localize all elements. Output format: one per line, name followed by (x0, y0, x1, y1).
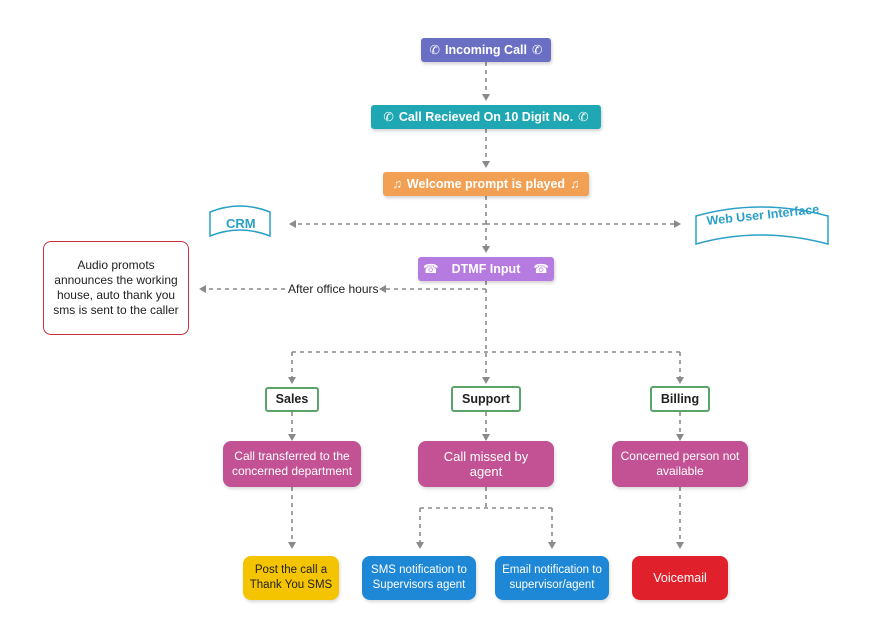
department-sales-label: Sales (275, 392, 309, 406)
incoming-call-node: ✆ Incoming Call ✆ (421, 38, 551, 62)
after-office-hours-label: After office hours (288, 282, 379, 296)
outcome-transferred-label: Call transferred to the concerned depart… (231, 449, 353, 478)
incoming-call-label: Incoming Call (445, 42, 527, 57)
crm-flag-shape (209, 205, 271, 238)
welcome-prompt-node: ♫ Welcome prompt is played ♫ (383, 172, 589, 196)
phone-icon: ✆ (383, 109, 394, 124)
action-voicemail: Voicemail (632, 556, 728, 600)
crm-label: CRM (226, 216, 256, 231)
outcome-missed: Call missed by agent (418, 441, 554, 487)
action-thank-you-sms: Post the call a Thank You SMS (243, 556, 339, 600)
phone-icon: ✆ (531, 42, 543, 57)
call-received-label: Call Recieved On 10 Digit No. (398, 109, 574, 124)
call-received-node: ✆ Call Recieved On 10 Digit No. ✆ (371, 105, 601, 129)
telephone-icon: ☎ (533, 261, 549, 276)
phone-icon: ✆ (429, 42, 441, 57)
outcome-unavailable-label: Concerned person not available (620, 449, 740, 478)
department-sales: Sales (265, 387, 319, 412)
action-sms-notification-label: SMS notification to Supervisors agent (371, 564, 467, 591)
outcome-missed-label: Call missed by agent (443, 449, 529, 479)
action-sms-notification: SMS notification to Supervisors agent (362, 556, 476, 600)
web-ui-flag-shape (695, 206, 829, 245)
music-note-icon: ♫ (570, 176, 580, 191)
outcome-unavailable: Concerned person not available (612, 441, 748, 487)
welcome-prompt-label: Welcome prompt is played (406, 176, 566, 191)
dtmf-input-label: DTMF Input (451, 261, 521, 276)
action-email-notification: Email notification to supervisor/agent (495, 556, 609, 600)
music-note-icon: ♫ (392, 176, 402, 191)
outcome-transferred: Call transferred to the concerned depart… (223, 441, 361, 487)
phone-icon: ✆ (578, 109, 589, 124)
department-billing: Billing (650, 386, 710, 412)
dtmf-input-node: ☎ DTMF Input ☎ (418, 257, 554, 281)
action-email-notification-label: Email notification to supervisor/agent (502, 564, 602, 591)
department-support-label: Support (462, 391, 510, 406)
department-support: Support (451, 386, 521, 412)
audio-prompt-text: Audio promots announces the working hous… (53, 258, 179, 317)
department-billing-label: Billing (660, 391, 700, 406)
action-thank-you-sms-label: Post the call a Thank You SMS (249, 564, 333, 591)
telephone-icon: ☎ (423, 261, 439, 276)
audio-prompt-note: Audio promots announces the working hous… (43, 241, 189, 335)
action-voicemail-label: Voicemail (653, 570, 707, 585)
